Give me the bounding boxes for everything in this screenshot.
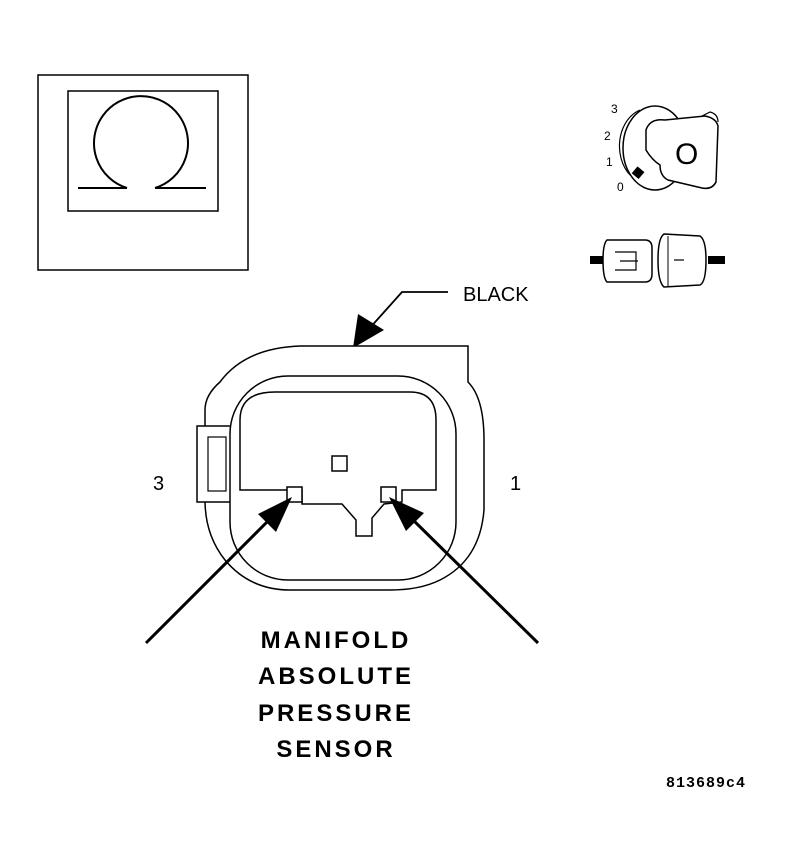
ignition-position-3: 3	[611, 102, 618, 116]
title-line-2: ABSOLUTE	[258, 663, 414, 690]
ignition-position-0: 0	[617, 180, 624, 194]
sensor-title: MANIFOLD ABSOLUTE PRESSURE SENSOR	[258, 627, 414, 763]
ignition-position-2: 2	[604, 129, 611, 143]
black-leader: BLACK	[353, 284, 529, 348]
key-letter: O	[675, 138, 698, 171]
sensor-connector-face: 3 1	[153, 345, 521, 591]
pin-cavity-1	[380, 486, 397, 503]
ohmmeter-icon-box	[37, 74, 249, 271]
title-line-1: MANIFOLD	[261, 627, 412, 654]
ignition-position-1: 1	[606, 155, 613, 169]
title-line-3: PRESSURE	[258, 700, 414, 727]
pin-number-right: 1	[510, 473, 521, 495]
ignition-key-icon: 3 2 1 0 O	[604, 102, 719, 194]
figure-id: 813689c4	[666, 775, 746, 792]
ohm-icon	[78, 95, 206, 189]
pin-number-left: 3	[153, 473, 164, 495]
title-line-4: SENSOR	[276, 736, 395, 763]
connector-plug-icon	[590, 233, 725, 288]
connector-color-label: BLACK	[463, 284, 529, 306]
pointer-arrows	[144, 497, 540, 645]
pin-cavity-2	[331, 455, 348, 472]
